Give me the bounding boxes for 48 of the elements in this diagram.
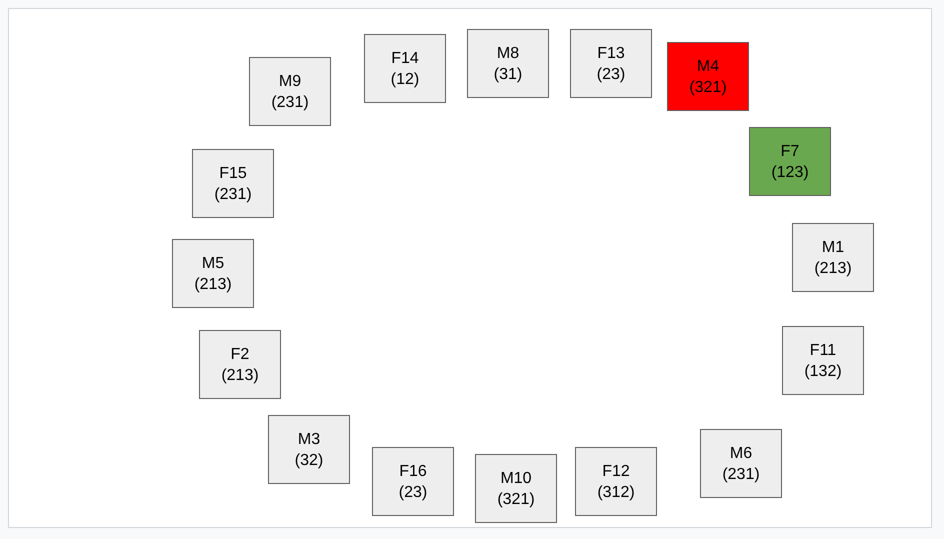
- node-box: [782, 326, 864, 395]
- node-name: M8: [496, 44, 520, 64]
- node-name: F12: [602, 462, 630, 482]
- node-value: (123): [771, 162, 809, 182]
- node-value: (231): [722, 464, 760, 484]
- node-box: [364, 34, 446, 103]
- node-name: M4: [696, 56, 720, 76]
- node-box: [372, 447, 454, 516]
- node-box: [792, 223, 874, 292]
- node-box: [249, 57, 331, 126]
- node-value: (23): [398, 482, 428, 502]
- node-box: [749, 127, 831, 196]
- node-name: F2: [230, 344, 250, 364]
- node-box: [467, 29, 549, 98]
- node-name: F16: [399, 462, 427, 482]
- node-value: (213): [221, 366, 259, 386]
- node-value: (12): [390, 70, 420, 90]
- node-name: M5: [202, 254, 224, 274]
- node-name: M9: [278, 72, 302, 92]
- node-value: (231): [271, 92, 309, 112]
- node-value: (213): [194, 274, 232, 294]
- node-name: M10: [500, 468, 532, 488]
- node-value: (321): [497, 490, 535, 510]
- node-value: (23): [596, 64, 626, 84]
- node-name: F7: [780, 142, 800, 162]
- node-name: F15: [219, 164, 247, 184]
- node-name: M3: [298, 430, 320, 450]
- node-box: [667, 42, 749, 111]
- node-name: M1: [822, 238, 844, 258]
- node-name: F13: [597, 44, 625, 64]
- node-box: [172, 239, 254, 308]
- node-value: (321): [689, 78, 727, 98]
- node-value: (32): [294, 450, 324, 470]
- node-value: (213): [814, 258, 852, 278]
- node-box: [575, 447, 657, 516]
- node-box: [268, 415, 350, 484]
- node-box: [192, 149, 274, 218]
- node-value: (312): [597, 482, 635, 502]
- node-name: M6: [730, 444, 752, 464]
- node-box: [475, 454, 557, 523]
- node-box: [570, 29, 652, 98]
- node-value: (132): [804, 362, 842, 382]
- node-box: [700, 429, 782, 498]
- node-name: F14: [391, 48, 419, 68]
- node-name: F11: [810, 340, 836, 360]
- node-value: (31): [494, 64, 522, 84]
- node-value: (231): [214, 184, 252, 204]
- node-box: [199, 330, 281, 399]
